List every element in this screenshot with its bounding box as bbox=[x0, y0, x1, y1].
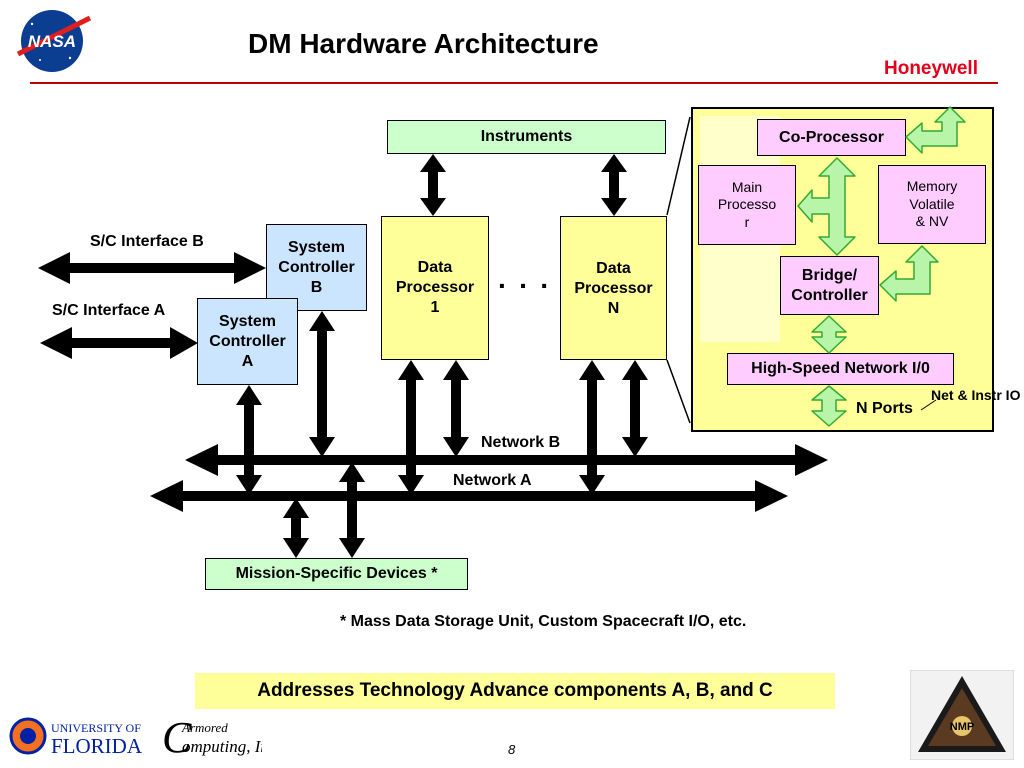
nasa-logo-text: NASA bbox=[28, 32, 76, 51]
title-rule bbox=[30, 82, 998, 84]
uf-line2: FLORIDA bbox=[51, 734, 143, 758]
network-b-label: Network B bbox=[481, 434, 561, 451]
network-b-bus bbox=[185, 444, 828, 476]
honeywell-logo: Honeywell bbox=[884, 58, 978, 79]
zoom-line-bottom bbox=[666, 359, 691, 424]
main-bridge-arrow bbox=[797, 157, 856, 256]
bridge-controller-box: Bridge/ Controller bbox=[780, 256, 879, 315]
memory-box: Memory Volatile & NV bbox=[878, 165, 986, 244]
network-ports-arrow bbox=[811, 385, 847, 427]
sc-interface-a-arrow bbox=[40, 327, 198, 359]
coprocessor-memory-arrow bbox=[905, 106, 966, 154]
sc-interface-b-arrow bbox=[38, 252, 266, 284]
n-ports-label: N Ports bbox=[856, 400, 913, 417]
mission-network-b-arrow bbox=[339, 462, 365, 558]
system-controller-a: System Controller A bbox=[197, 298, 298, 385]
zoom-line-top bbox=[666, 116, 691, 216]
data-processor-n: Data Processor N bbox=[560, 216, 667, 360]
network-a-bus bbox=[150, 480, 788, 512]
university-of-florida-logo: UNIVERSITY OF FLORIDA bbox=[9, 717, 143, 758]
instruments-dp1-arrow bbox=[420, 154, 446, 216]
svg-text:C: C bbox=[162, 713, 192, 760]
sc-interface-a-label: S/C Interface A bbox=[52, 302, 166, 319]
bridge-network-arrow bbox=[811, 315, 847, 354]
net-instr-leader bbox=[920, 399, 937, 411]
nmp-text: NMP bbox=[950, 721, 974, 733]
high-speed-network-box: High-Speed Network I/0 bbox=[727, 353, 954, 385]
net-instr-label: Net & Instr IO bbox=[931, 387, 1021, 403]
instruments-box: Instruments bbox=[387, 120, 666, 154]
dp1-network-a-arrow bbox=[398, 360, 424, 495]
ac-line2: omputing, Inc. bbox=[182, 737, 262, 756]
tagline-box: Addresses Technology Advance components … bbox=[195, 673, 835, 709]
mission-network-a-arrow bbox=[283, 498, 309, 558]
footnote: * Mass Data Storage Unit, Custom Spacecr… bbox=[340, 613, 747, 630]
uf-line1: UNIVERSITY OF bbox=[51, 721, 141, 735]
network-a-label: Network A bbox=[453, 472, 532, 489]
page-title: DM Hardware Architecture bbox=[248, 28, 599, 59]
page-number: 8 bbox=[508, 742, 516, 757]
dp1-network-b-arrow bbox=[443, 360, 469, 457]
main-processor-box: Main Processo r bbox=[698, 165, 796, 245]
co-processor-box: Co-Processor bbox=[757, 119, 906, 156]
sysctrl-a-network-arrow bbox=[236, 385, 262, 495]
bridge-memory-arrow bbox=[879, 245, 939, 302]
dpn-network-b-arrow bbox=[622, 360, 648, 457]
nasa-logo: NASA bbox=[16, 10, 92, 72]
sc-interface-b-label: S/C Interface B bbox=[90, 233, 204, 250]
sysctrl-b-network-arrow bbox=[309, 311, 335, 457]
mission-specific-devices-box: Mission-Specific Devices * bbox=[205, 558, 468, 590]
data-processor-1: Data Processor 1 bbox=[381, 216, 489, 360]
ac-line1: Armored bbox=[181, 720, 228, 735]
nmp-logo: NMP bbox=[910, 670, 1014, 760]
instruments-dpn-arrow bbox=[601, 154, 627, 216]
dpn-network-a-arrow bbox=[579, 360, 605, 495]
armored-computing-logo: C Armored omputing, Inc. bbox=[162, 713, 262, 760]
system-controller-b: System Controller B bbox=[266, 224, 367, 311]
processor-ellipsis: · · · bbox=[498, 270, 552, 301]
